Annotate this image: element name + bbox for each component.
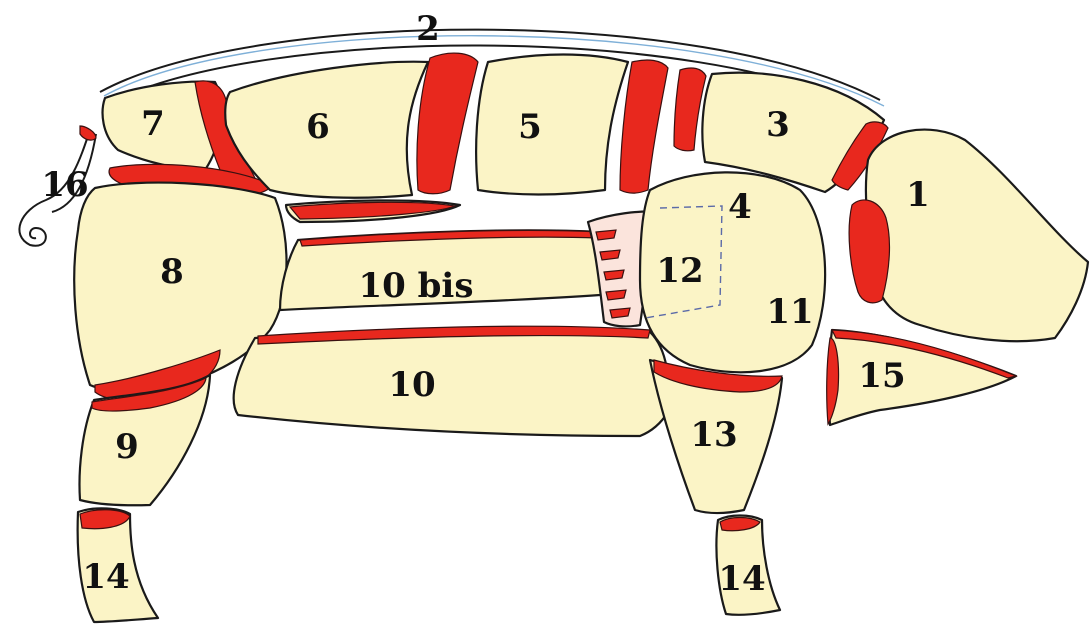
label-cut-10bis: 10 bis <box>359 266 474 306</box>
label-cut-1: 1 <box>906 175 930 215</box>
cut-6-5-separator-marbling <box>417 53 478 194</box>
label-cut-14-rear: 14 <box>718 559 765 599</box>
label-cut-13: 13 <box>690 415 737 455</box>
cut-1-shape <box>866 130 1088 342</box>
cut-1-marbling <box>849 200 889 303</box>
label-cut-16: 16 <box>41 165 88 205</box>
label-cut-14-front: 14 <box>82 557 129 597</box>
label-cut-3: 3 <box>766 105 790 145</box>
label-cut-10: 10 <box>388 365 435 405</box>
cut-10-shape <box>234 329 669 436</box>
label-cut-8: 8 <box>160 252 184 292</box>
cut-5-4-separator-marbling <box>620 60 668 193</box>
label-cut-2: 2 <box>416 9 440 49</box>
label-cut-5: 5 <box>518 107 542 147</box>
cut-5-shape <box>476 55 628 195</box>
label-cut-15: 15 <box>858 356 905 396</box>
label-cut-6: 6 <box>306 107 330 147</box>
label-cut-11: 11 <box>766 292 813 332</box>
cut-3-left-marbling <box>674 68 706 151</box>
label-cut-4: 4 <box>728 187 752 227</box>
label-cut-9: 9 <box>115 427 139 467</box>
upper-strip-marbling <box>290 202 455 219</box>
label-cut-7: 7 <box>141 104 165 144</box>
label-cut-12: 12 <box>656 251 703 291</box>
